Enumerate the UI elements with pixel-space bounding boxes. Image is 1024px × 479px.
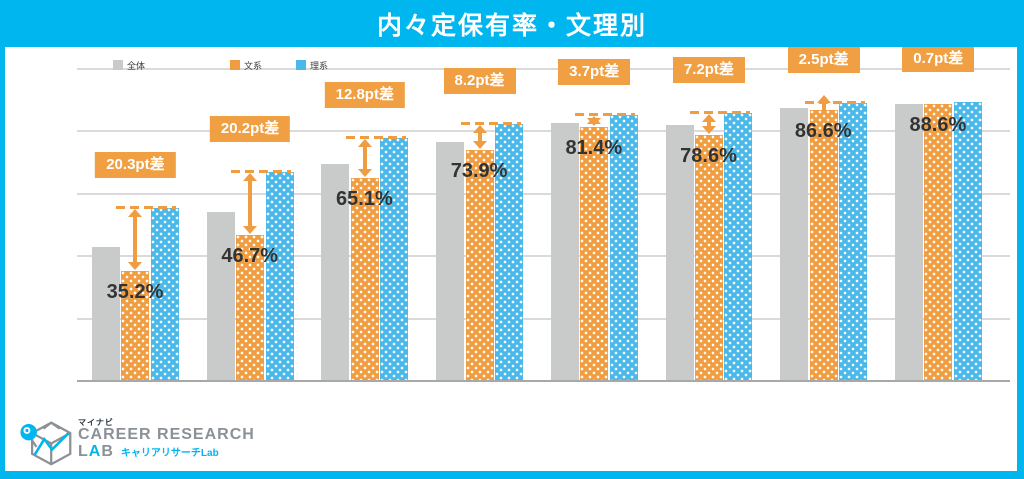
- diff-label-g4: 8.2pt差: [443, 68, 516, 95]
- frame-bottom-edge: [0, 471, 1024, 479]
- arrowhead-up: [243, 172, 258, 181]
- bar-overall-g2: [206, 212, 235, 380]
- legend-swatch-bunkei: [230, 60, 240, 70]
- bar-bunkei-g1: [121, 271, 150, 380]
- diff-label-g5: 3.7pt差: [558, 59, 631, 86]
- bunkei-value-label-g1: 35.2%: [106, 281, 164, 303]
- bar-rikei-g5: [609, 115, 638, 380]
- diff-dashline-g1: [116, 205, 177, 209]
- legend-label-rikei: 理系: [310, 60, 329, 71]
- chart-title: 内々定保有率・文理別: [376, 11, 647, 40]
- diff-label-g8: 0.7pt差: [902, 45, 975, 72]
- bunkei-value-label-g5: 81.4%: [565, 136, 623, 159]
- bar-overall-g8: [894, 104, 923, 380]
- arrowhead-down: [472, 141, 487, 150]
- arrow-shaft: [821, 101, 826, 113]
- arrowhead-up: [701, 113, 716, 122]
- diff-arrow-g4: [472, 125, 487, 150]
- bar-bunkei-g6: [694, 135, 723, 380]
- arrow-shaft: [706, 119, 711, 129]
- arrow-shaft: [592, 122, 597, 125]
- gridline-40pct: [77, 255, 1010, 257]
- diff-arrow-g1: [128, 208, 143, 270]
- legend-swatch-overall: [113, 60, 123, 70]
- diff-label-g6: 7.2pt差: [672, 56, 745, 83]
- legend-swatch-rikei: [296, 60, 306, 70]
- arrow-shaft: [362, 144, 367, 171]
- arrowhead-down: [701, 126, 716, 135]
- bar-bunkei-g5: [580, 126, 609, 380]
- diff-dashline-g4: [460, 122, 521, 126]
- legend-label-overall: 全体: [127, 60, 146, 71]
- logo-main-text: CAREER RESEARCH: [78, 426, 255, 444]
- bunkei-value-label-g8: 88.6%: [909, 114, 967, 137]
- logo-brand-text: マイナビ: [78, 418, 114, 427]
- diff-label-g2: 20.2pt差: [209, 115, 291, 142]
- bar-rikei-g8: [953, 101, 982, 380]
- bar-rikei-g6: [724, 112, 753, 380]
- legend-item-rikei: 理系: [296, 58, 328, 72]
- bar-overall-g4: [436, 141, 465, 380]
- bar-overall-g1: [92, 246, 120, 380]
- logo-cube-icon: [20, 421, 72, 466]
- gridline-80pct: [77, 130, 1010, 132]
- bunkei-value-label-g4: 73.9%: [450, 160, 508, 183]
- diff-label-g1: 20.3pt差: [95, 151, 176, 178]
- bar-rikei-g1: [150, 207, 179, 380]
- diff-dashline-g7: [804, 100, 865, 104]
- bar-bunkei-g3: [350, 177, 379, 380]
- bar-rikei-g7: [839, 102, 867, 380]
- legend-item-overall: 全体: [113, 58, 145, 72]
- bunkei-value-label-g7: 86.6%: [794, 120, 852, 143]
- arrow-shaft: [477, 131, 482, 144]
- arrowhead-down: [357, 168, 372, 177]
- gridline-20pct: [77, 317, 1010, 320]
- arrow-shaft: [248, 178, 253, 229]
- bunkei-value-label-g2: 46.7%: [221, 245, 279, 268]
- bar-overall-g3: [321, 163, 350, 380]
- x-axis-line: [77, 380, 1010, 382]
- diff-arrow-g3: [357, 138, 372, 177]
- arrowhead-up: [816, 94, 831, 103]
- diff-label-g3: 12.8pt差: [324, 81, 405, 108]
- legend-label-bunkei: 文系: [244, 60, 263, 71]
- diff-dashline-g6: [689, 110, 750, 114]
- bar-bunkei-g2: [236, 235, 265, 380]
- bar-bunkei-g4: [465, 150, 494, 380]
- arrowhead-up: [128, 208, 143, 217]
- bar-overall-g7: [780, 107, 809, 380]
- diff-arrow-g6: [701, 113, 716, 135]
- diff-dashline-g2: [231, 169, 292, 173]
- diff-arrow-g5: [587, 116, 602, 126]
- diff-dashline-g3: [345, 135, 406, 139]
- bunkei-value-label-g3: 65.1%: [336, 187, 393, 210]
- bunkei-value-label-g6: 78.6%: [680, 145, 737, 168]
- arrowhead-up: [472, 125, 487, 134]
- arrowhead-up: [357, 138, 372, 147]
- diff-label-g7: 2.5pt差: [787, 46, 860, 73]
- gridline-100pct: [77, 67, 1010, 70]
- legend-item-bunkei: 文系: [230, 58, 262, 72]
- arrowhead-down: [243, 226, 258, 235]
- arrowhead-down: [587, 117, 602, 126]
- gridline-60pct: [77, 192, 1010, 195]
- title-band: 内々定保有率・文理別: [0, 0, 1024, 47]
- diff-dashline-g5: [575, 113, 636, 117]
- career-research-lab-logo: マイナビ CAREER RESEARCH LAB キャリアリサーチLab: [20, 414, 255, 466]
- frame-left-edge: [0, 47, 5, 479]
- arrowhead-down: [128, 262, 143, 270]
- logo-lab-text: LAB: [78, 443, 114, 461]
- diff-arrow-g7: [816, 94, 831, 113]
- arrow-shaft: [133, 214, 138, 264]
- bar-bunkei-g7: [809, 110, 838, 380]
- bar-rikei-g2: [265, 171, 294, 380]
- logo-subtext: キャリアリサーチLab: [120, 448, 219, 460]
- bar-rikei-g4: [494, 124, 523, 380]
- bar-rikei-g3: [380, 137, 409, 380]
- bar-bunkei-g8: [924, 104, 953, 380]
- diff-arrow-g2: [243, 172, 258, 235]
- frame-right-edge: [1017, 47, 1024, 479]
- bar-overall-g5: [550, 123, 579, 380]
- bar-overall-g6: [665, 124, 694, 380]
